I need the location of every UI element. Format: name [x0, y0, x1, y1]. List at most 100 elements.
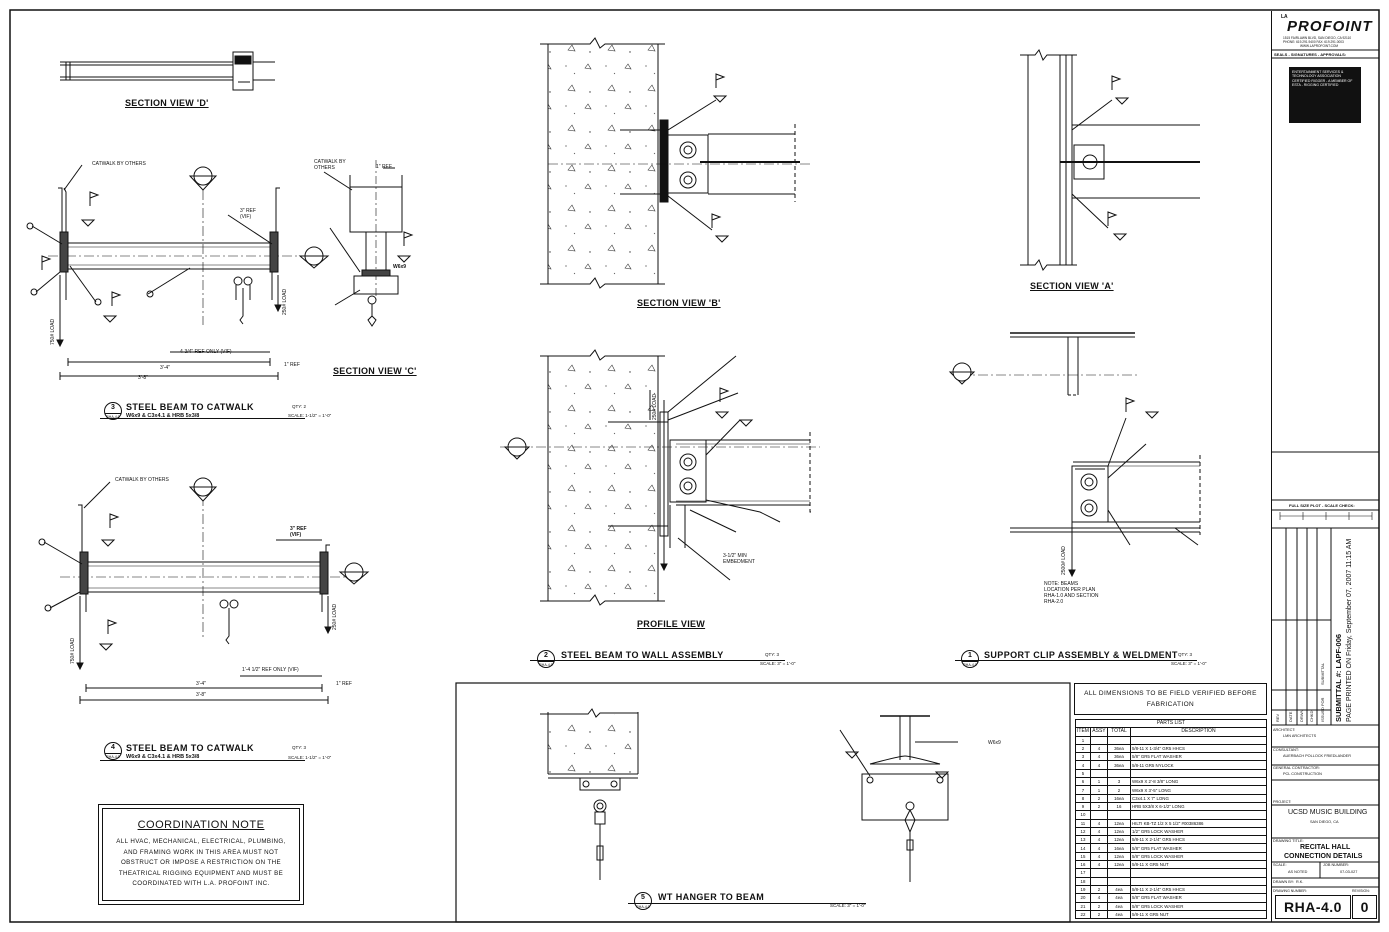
section-d-drawing	[60, 51, 275, 91]
detail-3-subtitle: W6x9 & C3x4.1 & HRB 5x3/8	[126, 413, 200, 419]
parts-total: 4ea	[1106, 884, 1131, 895]
detail-4-title: STEEL BEAM TO CATWALK	[126, 743, 254, 753]
parts-assy: 2	[1089, 909, 1108, 920]
parts-list-title: PARTS LIST	[1075, 718, 1267, 729]
parts-description: 5/8-11 X 2-1/4" GR5 HHCS	[1129, 835, 1268, 845]
parts-total: 12ea	[1106, 835, 1131, 845]
load-250-a: 250# LOAD	[282, 288, 288, 315]
parts-description: 5/8-11 X 1-3/4" GR5 HHCS	[1129, 743, 1268, 754]
parts-total	[1106, 876, 1131, 886]
ref-only-a: 4-3/4" REF ONLY (VIF)	[180, 349, 232, 355]
detail-5-drawing	[540, 708, 958, 882]
detail-5-title: WT HANGER TO BEAM	[658, 892, 765, 902]
detail-3-scale: SCALE: 1-1/2" = 1'-0"	[288, 413, 332, 418]
parts-total: 36ea	[1106, 743, 1131, 754]
detail-5-scale: SCALE: 3" = 1'-0"	[830, 903, 866, 908]
load-2500: 2500# LOAD	[1061, 546, 1067, 575]
load-750-b: 750# LOAD	[70, 637, 76, 664]
parts-item: 18	[1075, 876, 1091, 886]
ref-1-a: 1" REF	[284, 362, 300, 368]
parts-total: 36ea	[1106, 752, 1131, 762]
parts-assy	[1089, 876, 1108, 886]
job-number-value: 07-03-027	[1340, 870, 1358, 874]
certification-badge: ENTERTAINMENT SERVICES & TECHNOLOGY ASSO…	[1289, 67, 1361, 123]
parts-assy	[1089, 810, 1108, 820]
parts-item: 6	[1075, 777, 1091, 787]
company-address: 1515 FAIRLAWN BLVD, SAN DIEGO, CA 92110	[1283, 36, 1352, 40]
parts-assy	[1089, 868, 1108, 878]
ref-1-b: 1" REF	[336, 681, 352, 687]
parts-assy: 2	[1089, 801, 1108, 812]
w6x9-label: W6x9	[393, 264, 407, 270]
parts-total: 4ea	[1106, 909, 1131, 920]
parts-item: 22	[1075, 909, 1091, 920]
section-b-title: SECTION VIEW 'B'	[637, 298, 721, 308]
dim-3-8-a: 3'-8"	[138, 375, 148, 381]
parts-row: 17	[1075, 868, 1268, 878]
parts-item: 19	[1075, 884, 1091, 895]
parts-description: 1/2" GR5 LOCK WASHER	[1129, 826, 1268, 837]
parts-assy: 4	[1089, 752, 1108, 762]
detail-4-drawing	[38, 477, 370, 704]
section-c-title: SECTION VIEW 'C'	[333, 366, 417, 376]
project-location: SAN DIEGO, CA	[1310, 820, 1339, 824]
parts-total	[1106, 810, 1131, 820]
seals-label: SEALS - SIGNATURES - APPROVALS:	[1274, 52, 1347, 57]
parts-item: 14	[1075, 843, 1091, 853]
w6x9-label-b: W6x9	[988, 740, 1001, 746]
drawing-number-label: DRAWING NUMBER:	[1273, 889, 1307, 893]
load-250-b: 250# LOAD	[332, 603, 338, 630]
parts-description	[1129, 810, 1268, 820]
catwalk-label-4: CATWALK BY OTHERS	[115, 477, 169, 483]
parts-item: 10	[1075, 810, 1091, 820]
parts-total	[1106, 768, 1131, 779]
parts-row: 10	[1075, 810, 1268, 820]
detail-3-drawing	[26, 164, 330, 380]
parts-description: 5/8" GR5 LOCK WASHER	[1129, 901, 1268, 911]
parts-total: 3	[1106, 777, 1131, 787]
parts-assy: 2	[1089, 793, 1108, 803]
parts-assy: 4	[1089, 760, 1108, 770]
parts-header-total: TOTAL	[1106, 727, 1131, 737]
drawing-title-line-2: CONNECTION DETAILS	[1284, 853, 1363, 860]
ref-3-a: 3" REF (VIF)	[240, 208, 256, 220]
gc-value: PCL CONSTRUCTION	[1283, 772, 1322, 776]
architect-value: LMN ARCHITECTS	[1283, 734, 1317, 738]
parts-item: 17	[1075, 868, 1091, 878]
ref-only-b: 1'-4 1/2" REF ONLY (VIF)	[242, 667, 299, 673]
logo-wordmark: PROFOINT	[1287, 18, 1373, 35]
detail-1-qty: QTY: 3	[1178, 652, 1193, 657]
parts-description: 5/8-11 X GR5 NUT	[1129, 909, 1268, 920]
load-750-a: 750# LOAD	[50, 318, 56, 345]
parts-assy: 1	[1089, 785, 1108, 795]
detail-1-drawing	[948, 332, 1201, 578]
detail-2-qty: QTY: 3	[765, 652, 780, 657]
drawing-number: RHA-4.0	[1275, 895, 1351, 919]
parts-item: 21	[1075, 901, 1091, 911]
parts-item: 20	[1075, 893, 1091, 903]
dim-3-8-b: 3'-8"	[196, 692, 206, 698]
parts-assy	[1089, 768, 1108, 779]
parts-assy: 4	[1089, 743, 1108, 754]
parts-header-assy: ASSY	[1089, 727, 1108, 737]
parts-item: 8	[1075, 793, 1091, 803]
parts-total: 12ea	[1106, 818, 1131, 828]
parts-total	[1106, 868, 1131, 878]
parts-header-description: DESCRIPTION	[1129, 727, 1268, 737]
parts-description: HRB 5X3/8 X 6-1/2" LONG	[1129, 801, 1268, 812]
coordination-note: COORDINATION NOTE ALL HVAC, MECHANICAL, …	[98, 804, 304, 905]
detail-3-qty: QTY: 2	[292, 404, 307, 409]
revision-label: REVISION:	[1352, 889, 1370, 893]
parts-description: HILTI KB-TZ 1/2 X 5 1/2" #00386386	[1129, 818, 1268, 828]
drawn-by-label: DRAWN BY:	[1273, 880, 1295, 884]
company-logo: LA PROFOINT	[1277, 14, 1375, 40]
detail-2-underline	[530, 660, 785, 661]
parts-description: 5/8-11 X GR5 NUT	[1129, 860, 1268, 870]
scale-label: SCALE:	[1273, 863, 1287, 867]
detail-1-title: SUPPORT CLIP ASSEMBLY & WELDMENT	[984, 650, 1178, 660]
